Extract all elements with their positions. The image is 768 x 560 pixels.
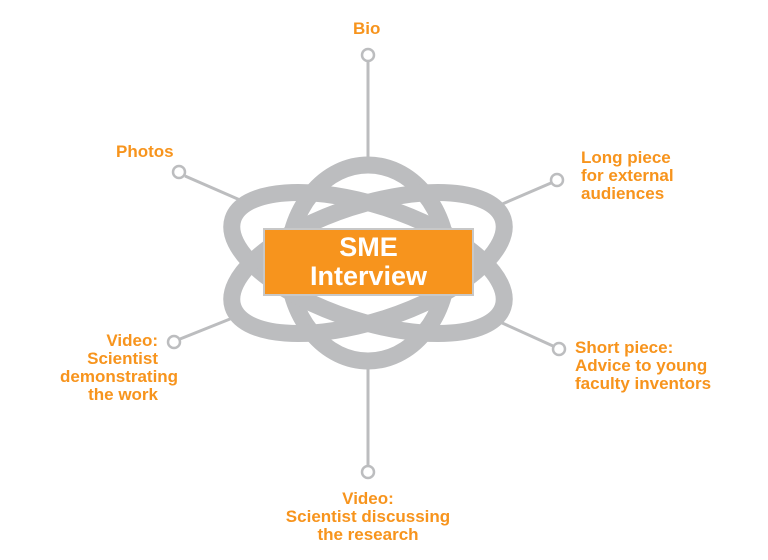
node-video-demo-circle (166, 334, 182, 350)
node-video-discuss-circle (360, 464, 376, 480)
node-bio-label: Bio (353, 19, 381, 38)
node-bio-circle (360, 47, 376, 63)
center-node-sme-interview: SME Interview (263, 228, 474, 296)
node-long-piece-label: Long piece for external audiences (581, 148, 674, 203)
node-photos-circle (171, 164, 187, 180)
node-video-discuss-label: Video: Scientist discussing the research (285, 489, 451, 544)
node-video-demo-label: Video: Scientist demonstrating the work (60, 331, 179, 404)
node-photos-label: Photos (116, 142, 174, 161)
connector-long-piece (499, 181, 552, 207)
node-long-piece-circle (549, 172, 565, 188)
connector-short-piece (499, 320, 554, 348)
node-short-piece-circle (551, 341, 567, 357)
node-short-piece-label: Short piece: Advice to young faculty inv… (575, 338, 712, 393)
connector-photos (184, 174, 241, 202)
